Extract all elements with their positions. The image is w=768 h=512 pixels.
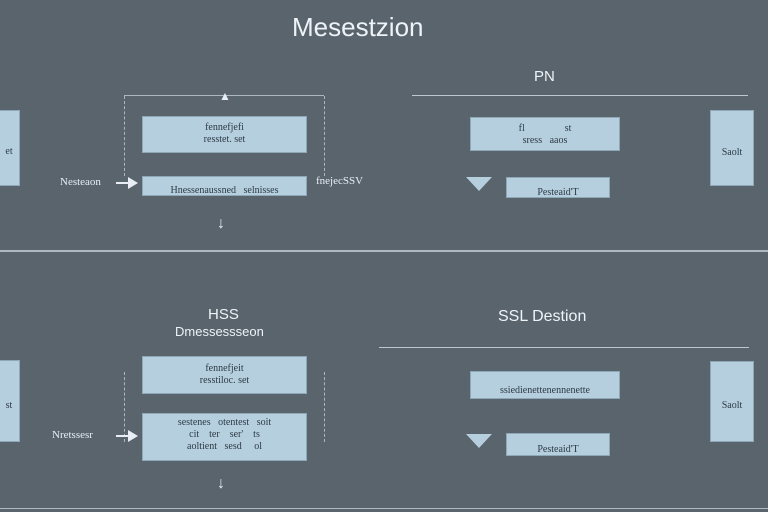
- process-box-7-text: ssiedienettenennenette: [500, 385, 590, 396]
- right-stub-box-top: Saolt: [710, 110, 754, 186]
- right-stub-label: Saolt: [721, 147, 743, 158]
- process-box-6: sestenes otentest soit cit ter ser' ts a…: [142, 413, 307, 461]
- bottom-subtitle: Dmessessseon: [175, 324, 264, 339]
- ssl-rule: [379, 347, 749, 348]
- process-box-5-line1: fennefjeit: [205, 363, 244, 374]
- container-top-edge: [124, 95, 324, 96]
- container-right-edge: [324, 96, 325, 176]
- process-box-8-text: Pesteaid'T: [537, 444, 579, 455]
- process-box-1: fennefjefi resstet. set: [142, 116, 307, 153]
- process-box-4: Pesteaid'T: [506, 177, 610, 198]
- input-connector: [116, 182, 130, 184]
- left-stub-label-bottom: st: [5, 400, 13, 411]
- decision-triangle-icon: [466, 177, 492, 191]
- container-left-edge-bottom: [124, 372, 125, 442]
- arrow-right-icon: [128, 177, 138, 189]
- process-box-8: Pesteaid'T: [506, 433, 610, 456]
- pn-rule: [412, 95, 748, 96]
- process-box-6-line3: aoltient sesd ol: [187, 441, 262, 452]
- up-arrow-icon: ▲: [219, 89, 231, 103]
- hss-label: HSS: [208, 306, 239, 323]
- left-stub-box-top: et: [0, 110, 20, 186]
- process-box-4-text: Pesteaid'T: [537, 187, 579, 198]
- process-box-7: ssiedienettenennenette: [470, 371, 620, 399]
- section-divider: [0, 250, 768, 252]
- process-box-5-line2: resstiloc. set: [199, 375, 250, 386]
- process-box-5: fennefjeit resstiloc. set: [142, 356, 307, 394]
- process-box-3: fl st sress aaos: [470, 117, 620, 151]
- process-box-1-line2: resstet. set: [203, 134, 246, 145]
- input-label-bottom: Nretssesr: [52, 429, 93, 441]
- process-box-2: Hnessenaussned selnisses: [142, 176, 307, 196]
- right-stub-box-bottom: Saolt: [710, 361, 754, 442]
- process-box-1-line1: fennefjefi: [205, 122, 244, 133]
- decision-triangle-icon: [466, 434, 492, 448]
- container-right-edge-bottom: [324, 372, 325, 442]
- down-arrow-icon: ↓: [217, 475, 225, 492]
- pn-label: PN: [534, 68, 555, 85]
- arrow-right-icon: [128, 430, 138, 442]
- down-arrow-icon: ↓: [217, 215, 225, 232]
- bottom-edge-rule: [0, 508, 768, 509]
- side-label: fnejecSSV: [316, 175, 364, 187]
- process-box-3-line1: fl st: [518, 123, 572, 134]
- right-stub-label-bottom: Saolt: [721, 400, 743, 411]
- process-box-3-line2: sress aaos: [522, 135, 568, 146]
- left-stub-label: et: [5, 146, 13, 157]
- process-box-6-line2: cit ter ser' ts: [189, 429, 260, 440]
- container-left-edge: [124, 96, 125, 176]
- process-box-2-text: Hnessenaussned selnisses: [170, 185, 279, 196]
- ssl-title: SSL Destion: [498, 308, 587, 325]
- process-box-6-line1: sestenes otentest soit: [177, 417, 272, 428]
- diagram-title: Mesestzion: [292, 12, 424, 42]
- input-label: Nesteaon: [60, 176, 101, 188]
- input-connector-bottom: [116, 435, 130, 437]
- left-stub-box-bottom: st: [0, 360, 20, 442]
